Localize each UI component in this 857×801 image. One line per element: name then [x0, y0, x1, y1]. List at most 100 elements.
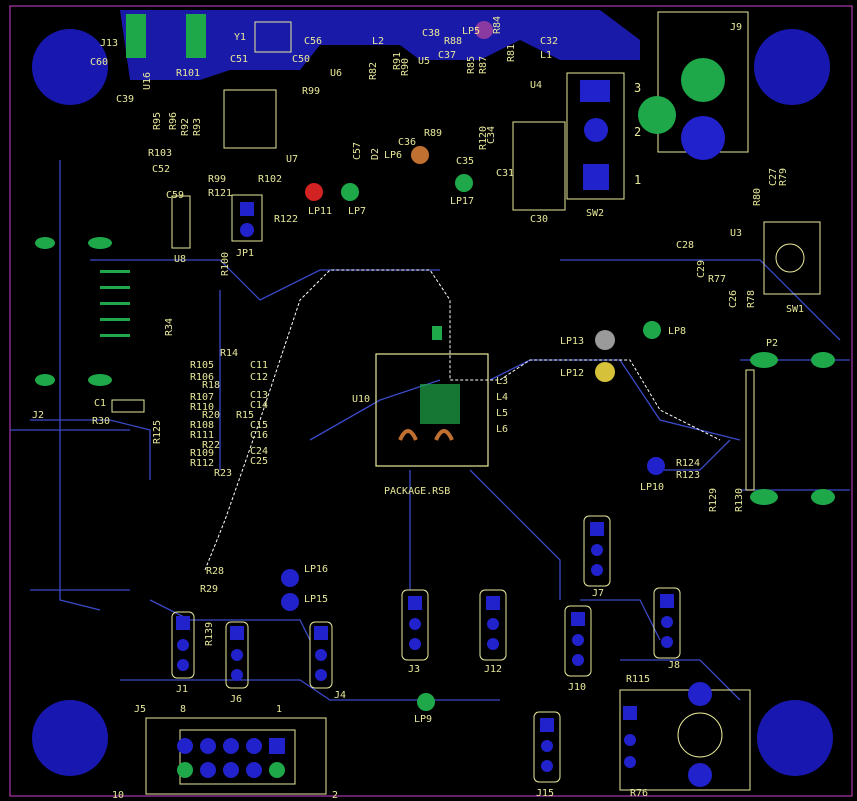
u10-orange-traces [398, 429, 454, 441]
label-r121: R121 [208, 188, 232, 199]
label-j9: J9 [730, 22, 742, 33]
j6-header[interactable] [225, 621, 249, 689]
label-r90: R90 [400, 58, 411, 76]
label-u5: U5 [418, 56, 430, 67]
package-label: PACKAGE.RSB [384, 486, 450, 497]
label-c50: C50 [292, 54, 310, 65]
left-pad-1[interactable] [35, 237, 55, 249]
j15-header[interactable] [533, 711, 561, 783]
label-d2: D2 [370, 148, 381, 160]
label-lp11: LP11 [308, 206, 332, 217]
label-u10: U10 [352, 394, 370, 405]
label-j5_pin1: 1 [276, 704, 282, 715]
lp8-pad[interactable] [643, 321, 661, 339]
label-r122: R122 [274, 214, 298, 225]
label-r88: R88 [444, 36, 462, 47]
label-r20: R20 [202, 410, 220, 421]
left-pad-3[interactable] [35, 374, 55, 386]
c1-outline [111, 399, 145, 413]
lp17-pad[interactable] [455, 174, 473, 192]
label-num_1: 1 [634, 173, 641, 187]
label-c52: C52 [152, 164, 170, 175]
left-pad-4[interactable] [88, 374, 112, 386]
label-r79: R79 [778, 168, 789, 186]
lp5-pad[interactable] [475, 21, 493, 39]
label-r120: R120 [478, 126, 489, 150]
lp10-pad[interactable] [647, 457, 665, 475]
lp7-pad[interactable] [341, 183, 359, 201]
label-lp5: LP5 [462, 26, 480, 37]
label-lp9: LP9 [414, 714, 432, 725]
label-c39: C39 [116, 94, 134, 105]
label-c36: C36 [398, 137, 416, 148]
jp1-outline [231, 194, 263, 242]
p2-pad-3[interactable] [750, 489, 778, 505]
left-pad-2[interactable] [88, 237, 112, 249]
p2-pad-1[interactable] [750, 352, 778, 368]
jp1-pad-1[interactable] [240, 202, 254, 216]
lp11-pad[interactable] [305, 183, 323, 201]
lp15-pad[interactable] [281, 593, 299, 611]
label-p2: P2 [766, 338, 778, 349]
j13-pad-2[interactable] [186, 14, 206, 58]
label-u6: U6 [330, 68, 342, 79]
label-r15: R15 [236, 410, 254, 421]
label-r125: R125 [152, 420, 163, 444]
j3-header[interactable] [401, 589, 429, 661]
lp6-pad[interactable] [411, 146, 429, 164]
sw1-button[interactable] [775, 243, 805, 273]
y1-outline [254, 21, 292, 53]
label-j7: J7 [592, 588, 604, 599]
mounting-hole-top-right [754, 29, 830, 105]
label-r23: R23 [214, 468, 232, 479]
j1-header[interactable] [171, 611, 195, 679]
j13-pad-1[interactable] [126, 14, 146, 58]
label-j13: J13 [100, 38, 118, 49]
label-r76: R76 [630, 788, 648, 799]
lp13-pad[interactable] [595, 330, 615, 350]
jp1-pad-2[interactable] [240, 223, 254, 237]
j9-pad-3[interactable] [638, 96, 676, 134]
copper-pour-top [120, 10, 640, 80]
j7-header[interactable] [583, 515, 611, 587]
sw2-pad-2[interactable] [584, 118, 608, 142]
label-j15: J15 [536, 788, 554, 799]
label-r108: R108 [190, 420, 214, 431]
label-c35: C35 [456, 156, 474, 167]
u8-outline [171, 195, 191, 249]
j4-header[interactable] [309, 621, 333, 689]
sw2-pad-3[interactable] [580, 80, 610, 102]
j9-pad-2[interactable] [681, 116, 725, 160]
p2-pad-4[interactable] [811, 489, 835, 505]
label-j4: J4 [334, 690, 346, 701]
lp12-pad[interactable] [595, 362, 615, 382]
r76-block[interactable] [619, 682, 751, 791]
label-r124: R124 [676, 458, 700, 469]
u10-test-pad[interactable] [432, 326, 442, 340]
label-r115: R115 [626, 674, 650, 685]
label-lp6: LP6 [384, 150, 402, 161]
label-j5_pin8: 8 [180, 704, 186, 715]
label-r29: R29 [200, 584, 218, 595]
label-c28: C28 [676, 240, 694, 251]
p2-pad-2[interactable] [811, 352, 835, 368]
j5-header[interactable] [145, 717, 327, 795]
lp9-pad[interactable] [417, 693, 435, 711]
sw1-outline [763, 221, 821, 295]
j12-header[interactable] [479, 589, 507, 661]
label-r84: R84 [492, 16, 503, 34]
u10-center-pad[interactable] [420, 384, 460, 424]
lp16-pad[interactable] [281, 569, 299, 587]
j8-header[interactable] [653, 587, 681, 659]
sw2-pad-1[interactable] [583, 164, 609, 190]
label-c1: C1 [94, 398, 106, 409]
j10-header[interactable] [564, 605, 592, 677]
label-lp15: LP15 [304, 594, 328, 605]
label-u8: U8 [174, 254, 186, 265]
label-r106: R106 [190, 372, 214, 383]
j9-pad-1[interactable] [681, 58, 725, 102]
label-l6: L6 [496, 424, 508, 435]
label-l1: L1 [540, 50, 552, 61]
